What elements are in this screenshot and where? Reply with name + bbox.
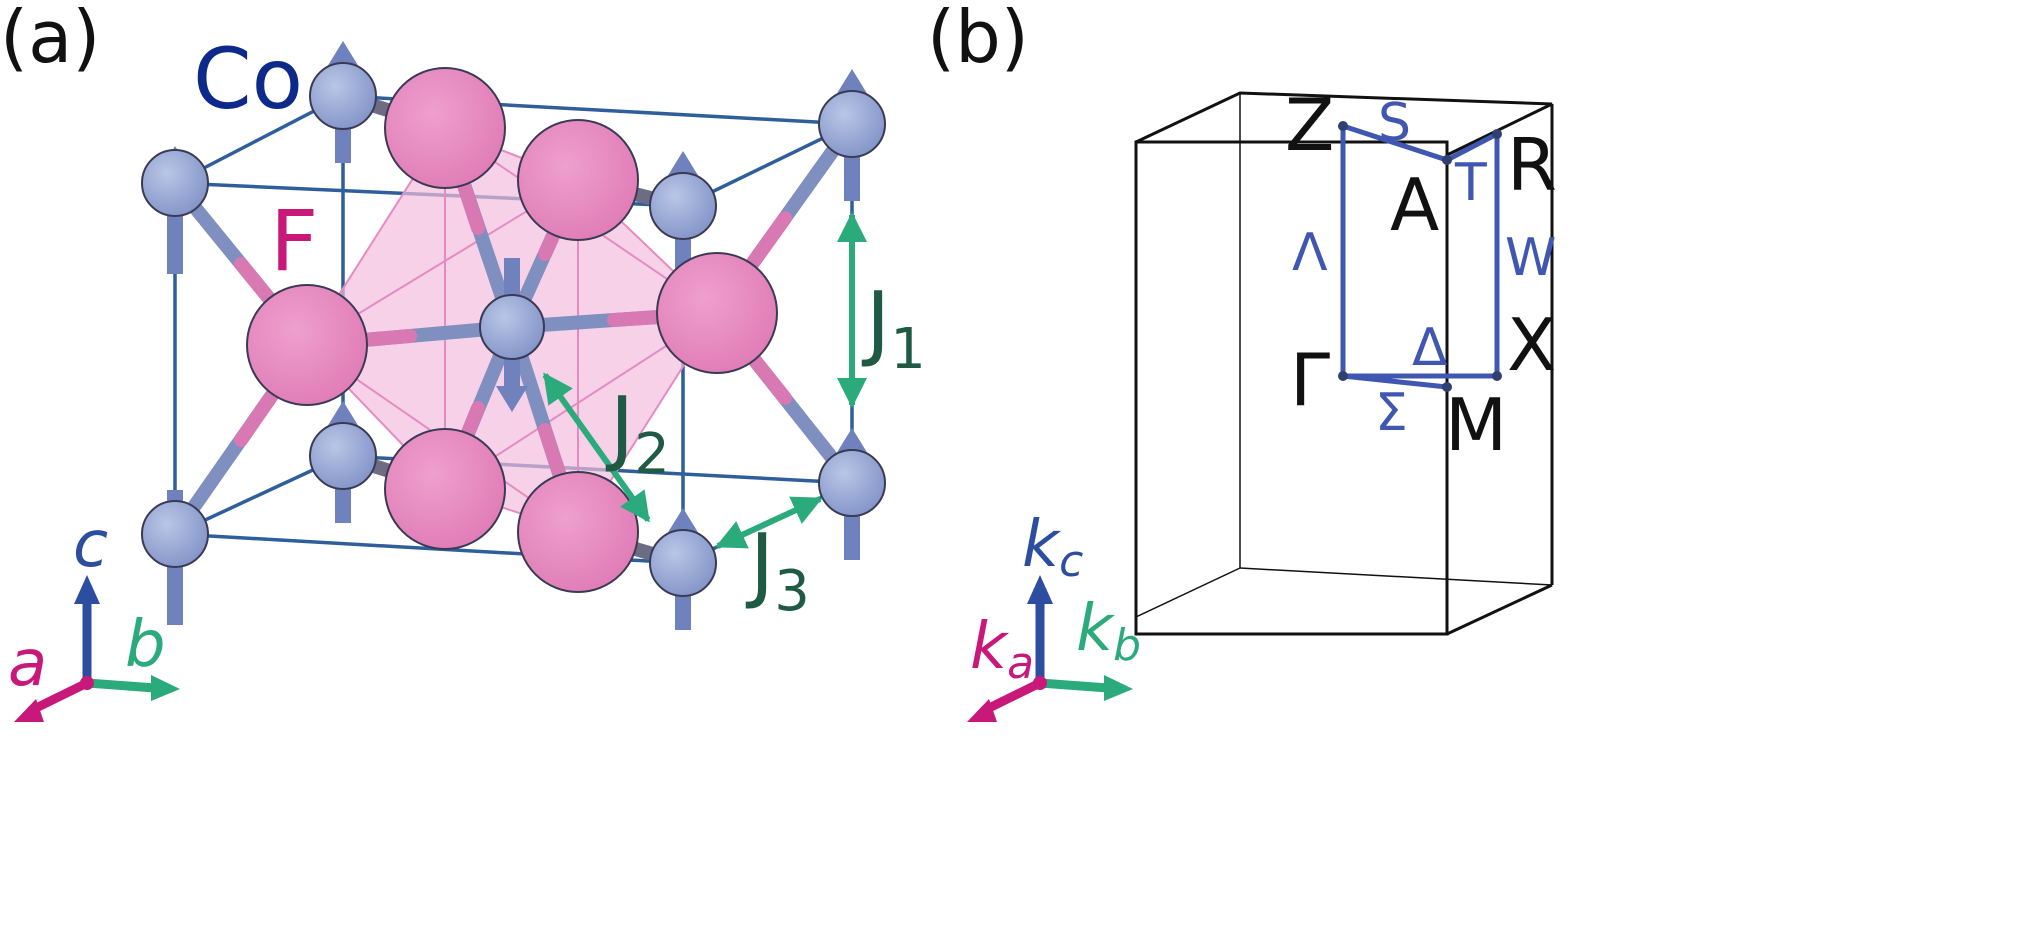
path-w-label: W [1505,228,1556,288]
reciprocal-axes: kc kb ka [967,508,1141,722]
panel-b-label: (b) [927,0,1029,79]
kb-axis-label: kb [1076,592,1141,671]
crystal-axes: c b a [8,508,180,722]
path-s-label: S [1378,93,1411,153]
c-axis-label: c [73,508,108,582]
cobalt-atoms [141,62,886,597]
j1-label: J1 [861,275,926,382]
spin-down-arrow-center [496,258,528,412]
j2-arrow [542,372,651,523]
kc-axis-label: kc [1022,508,1083,587]
a-axis-label: a [8,627,47,701]
j2-label: J2 [605,380,670,487]
path-sigma-label: Σ [1375,383,1408,443]
f-label: F [270,192,318,290]
j3-label: J3 [745,517,810,624]
point-z-label: Z [1285,83,1334,167]
path-delta-label: Δ [1412,318,1448,378]
panel-b-brillouin-zone: (b) Z A R X Γ M [927,0,1557,722]
panel-a-crystal-structure: (a) [0,0,926,722]
point-m-label: M [1445,383,1507,467]
co-label: Co [193,30,303,128]
ka-axis-label: ka [970,610,1034,689]
panel-a-label: (a) [0,0,100,79]
fluorine-atoms [246,67,778,593]
point-gamma-label: Γ [1290,338,1330,422]
path-vertices [1338,121,1502,392]
path-t-label: T [1454,153,1487,213]
point-r-label: R [1507,123,1557,207]
b-axis-label: b [125,608,166,682]
j3-arrow [715,496,823,549]
path-lambda-label: Λ [1292,223,1328,283]
point-a-label: A [1390,163,1439,247]
coupling-arrows [542,212,867,549]
high-symmetry-path [1340,123,1500,390]
point-x-label: X [1507,303,1556,387]
